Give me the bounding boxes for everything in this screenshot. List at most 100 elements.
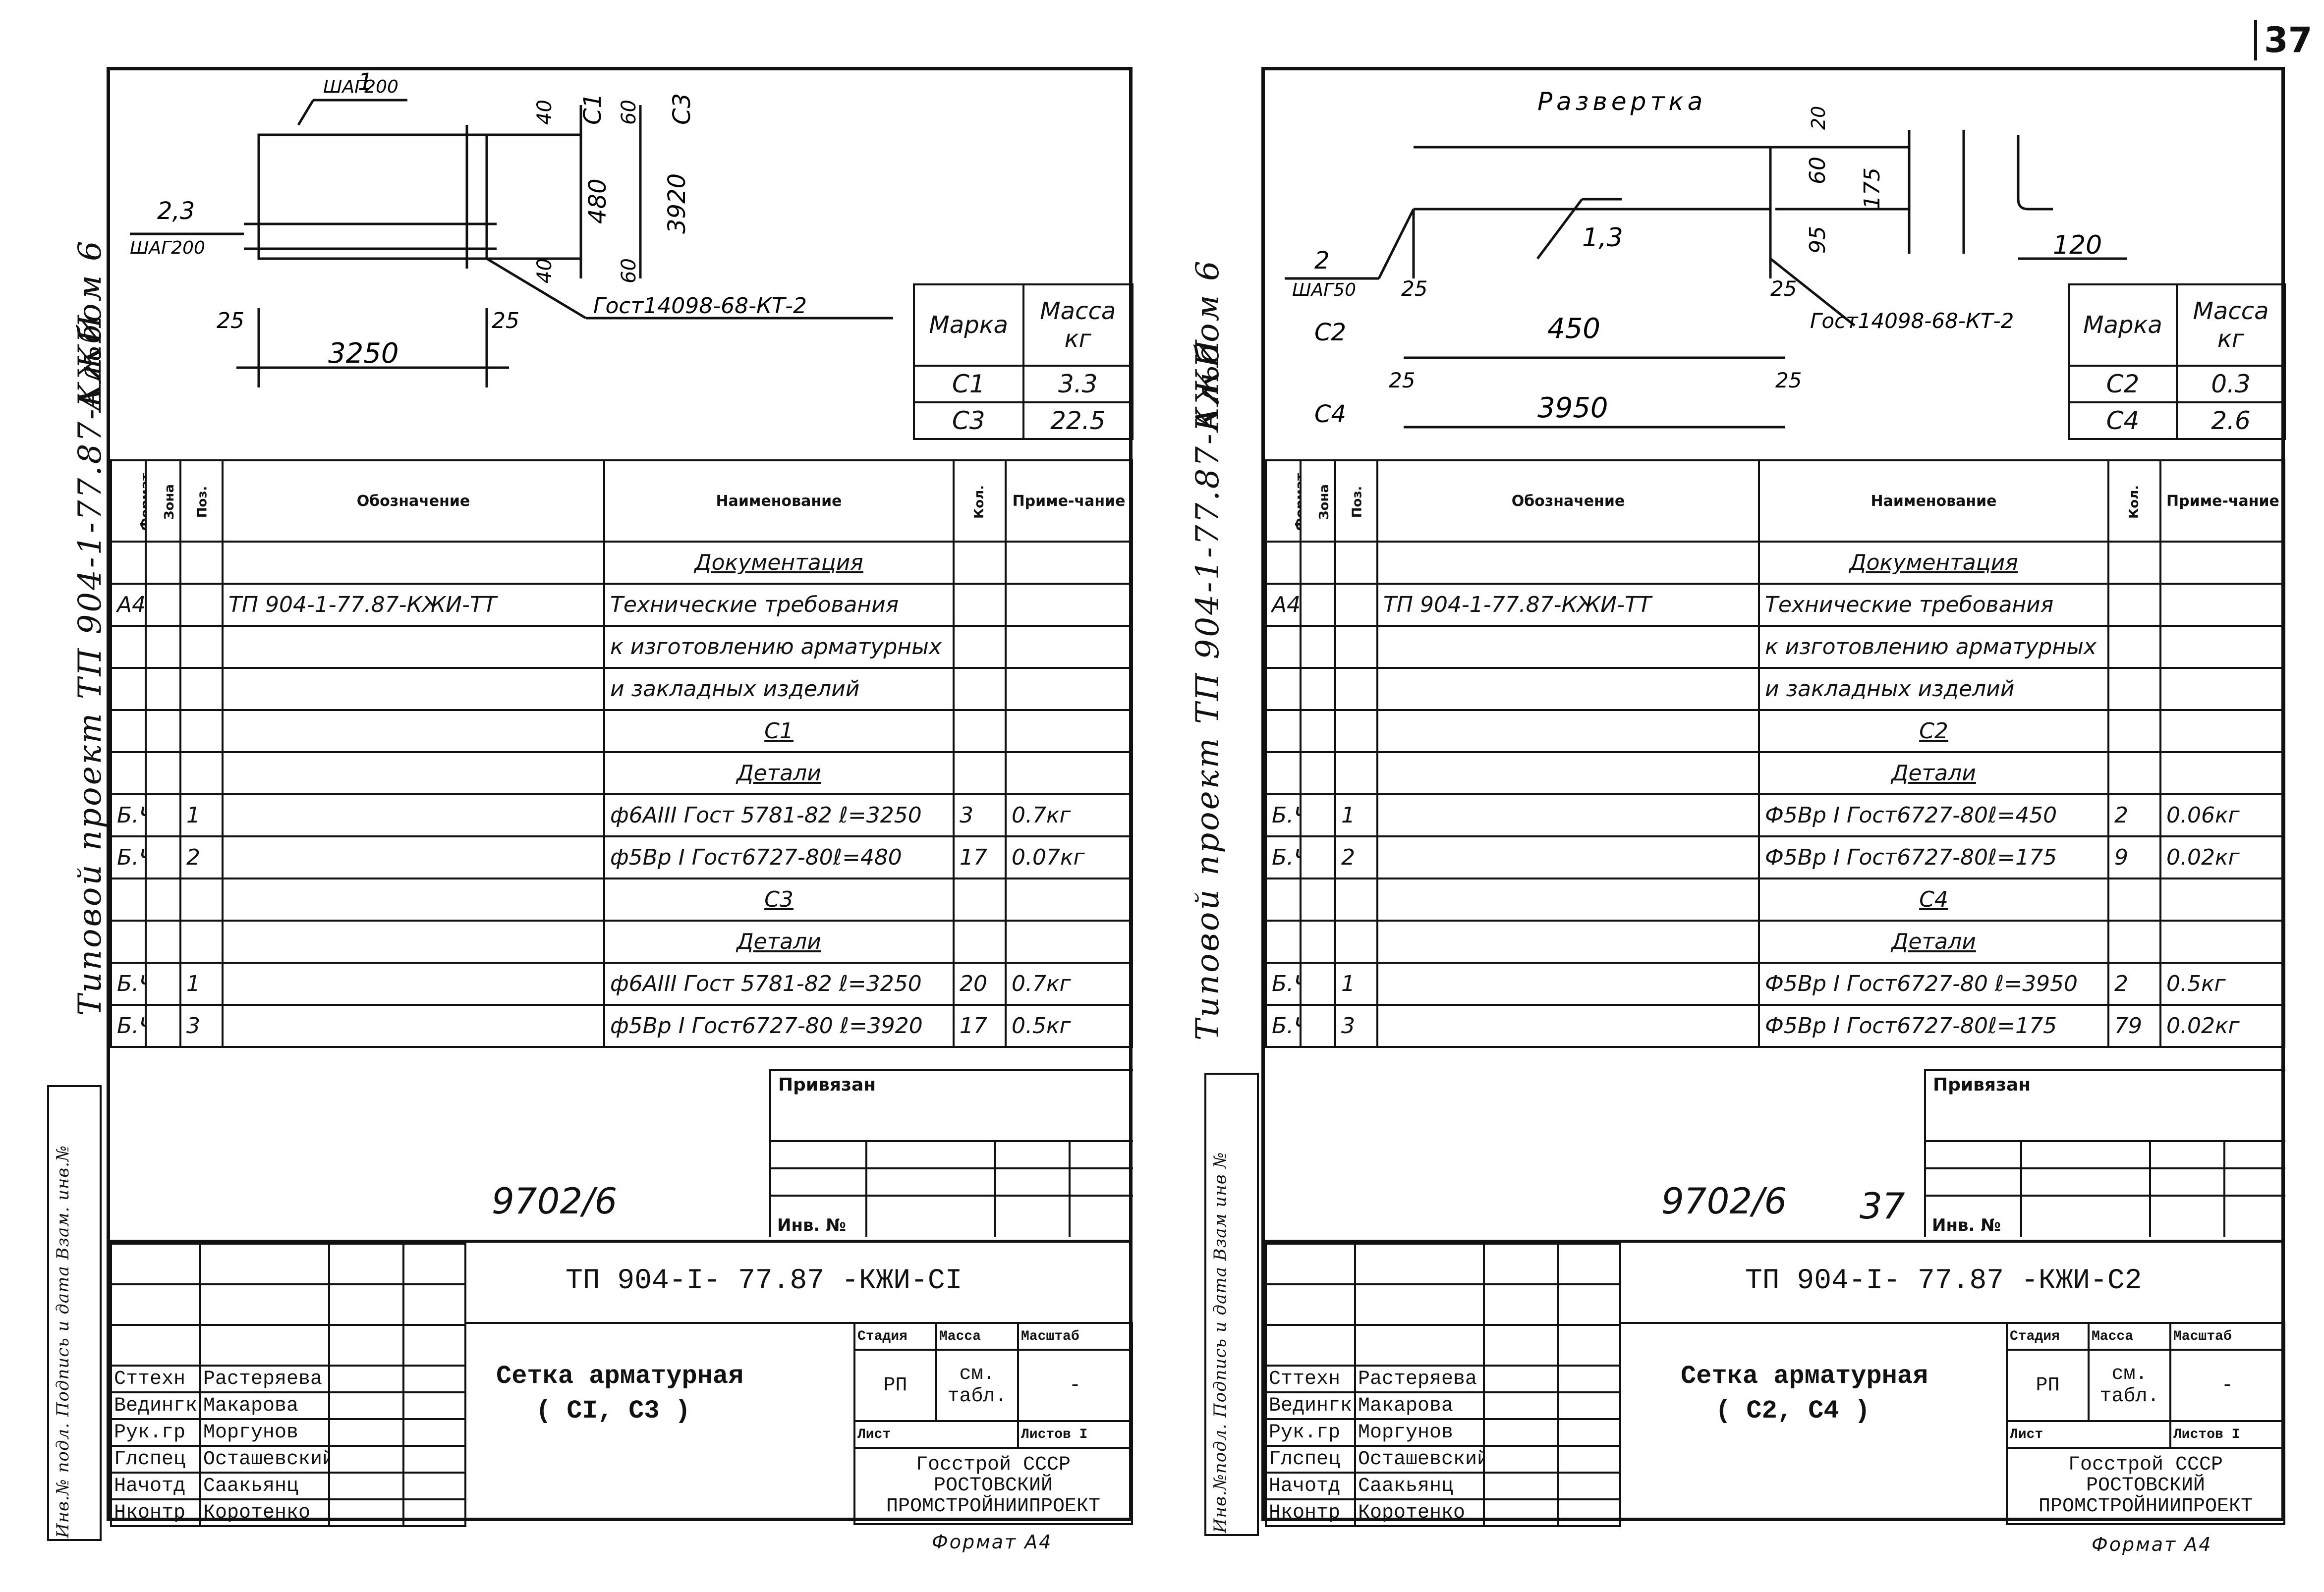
dim-25b: 25 bbox=[1770, 276, 1797, 301]
margin-stamp-strip: Инв.№ подл. Подпись и дата Взам. инв.№ bbox=[47, 1085, 102, 1541]
dim-c3: С3 bbox=[668, 93, 696, 125]
margin-stamp-labels: Инв.№ подл. Подпись и дата Взам. инв.№ bbox=[53, 1145, 73, 1538]
spec-header-row: Формат Зона Поз. Обозначение Наименовани… bbox=[110, 459, 1133, 543]
sheet-number: 37 bbox=[2254, 20, 2312, 60]
document-code: ТП 904-I- 77.87 -КЖИ-С2 bbox=[1745, 1265, 2142, 1297]
dim-480: 480 bbox=[584, 178, 612, 224]
pos23-label: 2,3 bbox=[157, 197, 195, 225]
stage-value: РП bbox=[2006, 1349, 2090, 1422]
pos2-label: 2 bbox=[1314, 247, 1330, 274]
step-label-23: ШАГ200 bbox=[130, 238, 205, 258]
format-header: Формат bbox=[110, 459, 147, 543]
name-header: Наименование bbox=[1758, 459, 2109, 543]
right-stamp-strip: Инв.№подл. Подпись и дата Взам инв № bbox=[1204, 1073, 1259, 1536]
mark-cell: С4 bbox=[2068, 401, 2178, 440]
mark-cell: С3 bbox=[913, 401, 1024, 440]
right-format-label: Формат А4 bbox=[2092, 1534, 2212, 1555]
sheets-count: Листов I bbox=[2169, 1420, 2285, 1449]
dim-25d: 25 bbox=[1775, 368, 1802, 392]
step-label-1: ШАГ200 bbox=[323, 77, 398, 97]
table-row: С2 bbox=[1265, 709, 2285, 753]
dim-c1: С1 bbox=[579, 93, 607, 125]
privyazan-label: Привязан bbox=[778, 1075, 876, 1095]
table-row: Детали bbox=[1265, 751, 2285, 795]
table-row: С1 bbox=[110, 709, 1133, 753]
drawing-number: 9702/6 bbox=[492, 1180, 618, 1222]
dim-25b: 25 bbox=[492, 308, 519, 333]
title-line-2: ( С2, С4 ) bbox=[1715, 1396, 1871, 1426]
left-sheet: 1 ШАГ200 2,3 ШАГ200 25 25 3250 Гост14098… bbox=[107, 67, 1134, 1527]
document-code: ТП 904-I- 77.87 -КЖИ-СI bbox=[566, 1265, 963, 1297]
format-header: Формат bbox=[1265, 459, 1302, 543]
gost-label: Гост14098-68-КТ-2 bbox=[593, 293, 807, 319]
left-spec-table: Формат Зона Поз. Обозначение Наименовани… bbox=[110, 459, 1133, 1048]
dim-3920: 3920 bbox=[663, 173, 691, 234]
mass-label: Масса bbox=[2088, 1322, 2171, 1351]
stage-label: Стадия bbox=[2006, 1322, 2090, 1351]
step50-label: ШАГ50 bbox=[1292, 280, 1356, 300]
margin-stamp-labels: Инв.№подл. Подпись и дата Взам инв № bbox=[1210, 1152, 1230, 1533]
qty-header: Кол. bbox=[2107, 459, 2161, 543]
unfold-title: Развертка bbox=[1537, 87, 1706, 116]
dim-60: 60 bbox=[1805, 157, 1830, 184]
stage-value: РП bbox=[853, 1349, 937, 1422]
scale-value: - bbox=[2169, 1349, 2285, 1422]
mass-label: Масса bbox=[935, 1322, 1019, 1351]
privyazan-block: Привязан Инв. № bbox=[1924, 1069, 2285, 1237]
drawing-number: 9702/6 bbox=[1661, 1180, 1787, 1222]
dim-25a: 25 bbox=[1401, 276, 1427, 301]
table-row: С4 bbox=[1265, 878, 2285, 922]
mass-cell: 3.3 bbox=[1022, 365, 1134, 403]
dim-20: 20 bbox=[1808, 106, 1829, 130]
stage-table: Стадия Масса Масштаб РП см. табл. - Лист… bbox=[853, 1322, 1133, 1525]
mesh-outline bbox=[257, 133, 488, 260]
mark-header: Марка bbox=[913, 283, 1024, 367]
qty-header: Кол. bbox=[953, 459, 1007, 543]
name-header: Наименование bbox=[603, 459, 955, 543]
table-row: к изготовлению арматурных bbox=[110, 625, 1133, 669]
c2-label: С2 bbox=[1314, 319, 1346, 346]
dim-40a: 40 bbox=[533, 100, 556, 125]
right-mesh-drawing: Развертка 1,3 2 ШАГ50 С2 С4 25 25 25 25 … bbox=[1285, 87, 2127, 429]
pos13-label: 1,3 bbox=[1582, 223, 1623, 253]
mass-cell: 22.5 bbox=[1022, 401, 1134, 440]
table-row: Детали bbox=[110, 751, 1133, 795]
right-margin-project: Типовой проект ТП 904-1-77.87-КЖИ bbox=[1190, 338, 1226, 1041]
table-row: и закладных изделий bbox=[1265, 667, 2285, 711]
stage-label: Стадия bbox=[853, 1322, 937, 1351]
dim-120: 120 bbox=[2053, 230, 2102, 260]
dim-175: 175 bbox=[1860, 167, 1885, 209]
table-row: Документация bbox=[110, 541, 1133, 585]
mass-value: см. табл. bbox=[935, 1349, 1019, 1422]
left-mesh-drawing: 1 ШАГ200 2,3 ШАГ200 25 25 3250 Гост14098… bbox=[130, 68, 893, 387]
mark-cell: С2 bbox=[2068, 365, 2178, 403]
mass-cell: 0.3 bbox=[2176, 365, 2286, 403]
stage-table: Стадия Масса Масштаб РП см. табл. - Лист… bbox=[2006, 1322, 2285, 1525]
scale-value: - bbox=[1017, 1349, 1133, 1422]
note-header: Приме-чание bbox=[1005, 459, 1133, 543]
sheet-label: Лист bbox=[2006, 1420, 2171, 1449]
zone-header: Зона bbox=[1300, 459, 1336, 543]
dim-95: 95 bbox=[1805, 226, 1830, 254]
left-format-label: Формат А4 bbox=[932, 1531, 1053, 1553]
title-line-1: Сетка арматурная bbox=[496, 1362, 744, 1391]
zone-header: Зона bbox=[145, 459, 181, 543]
